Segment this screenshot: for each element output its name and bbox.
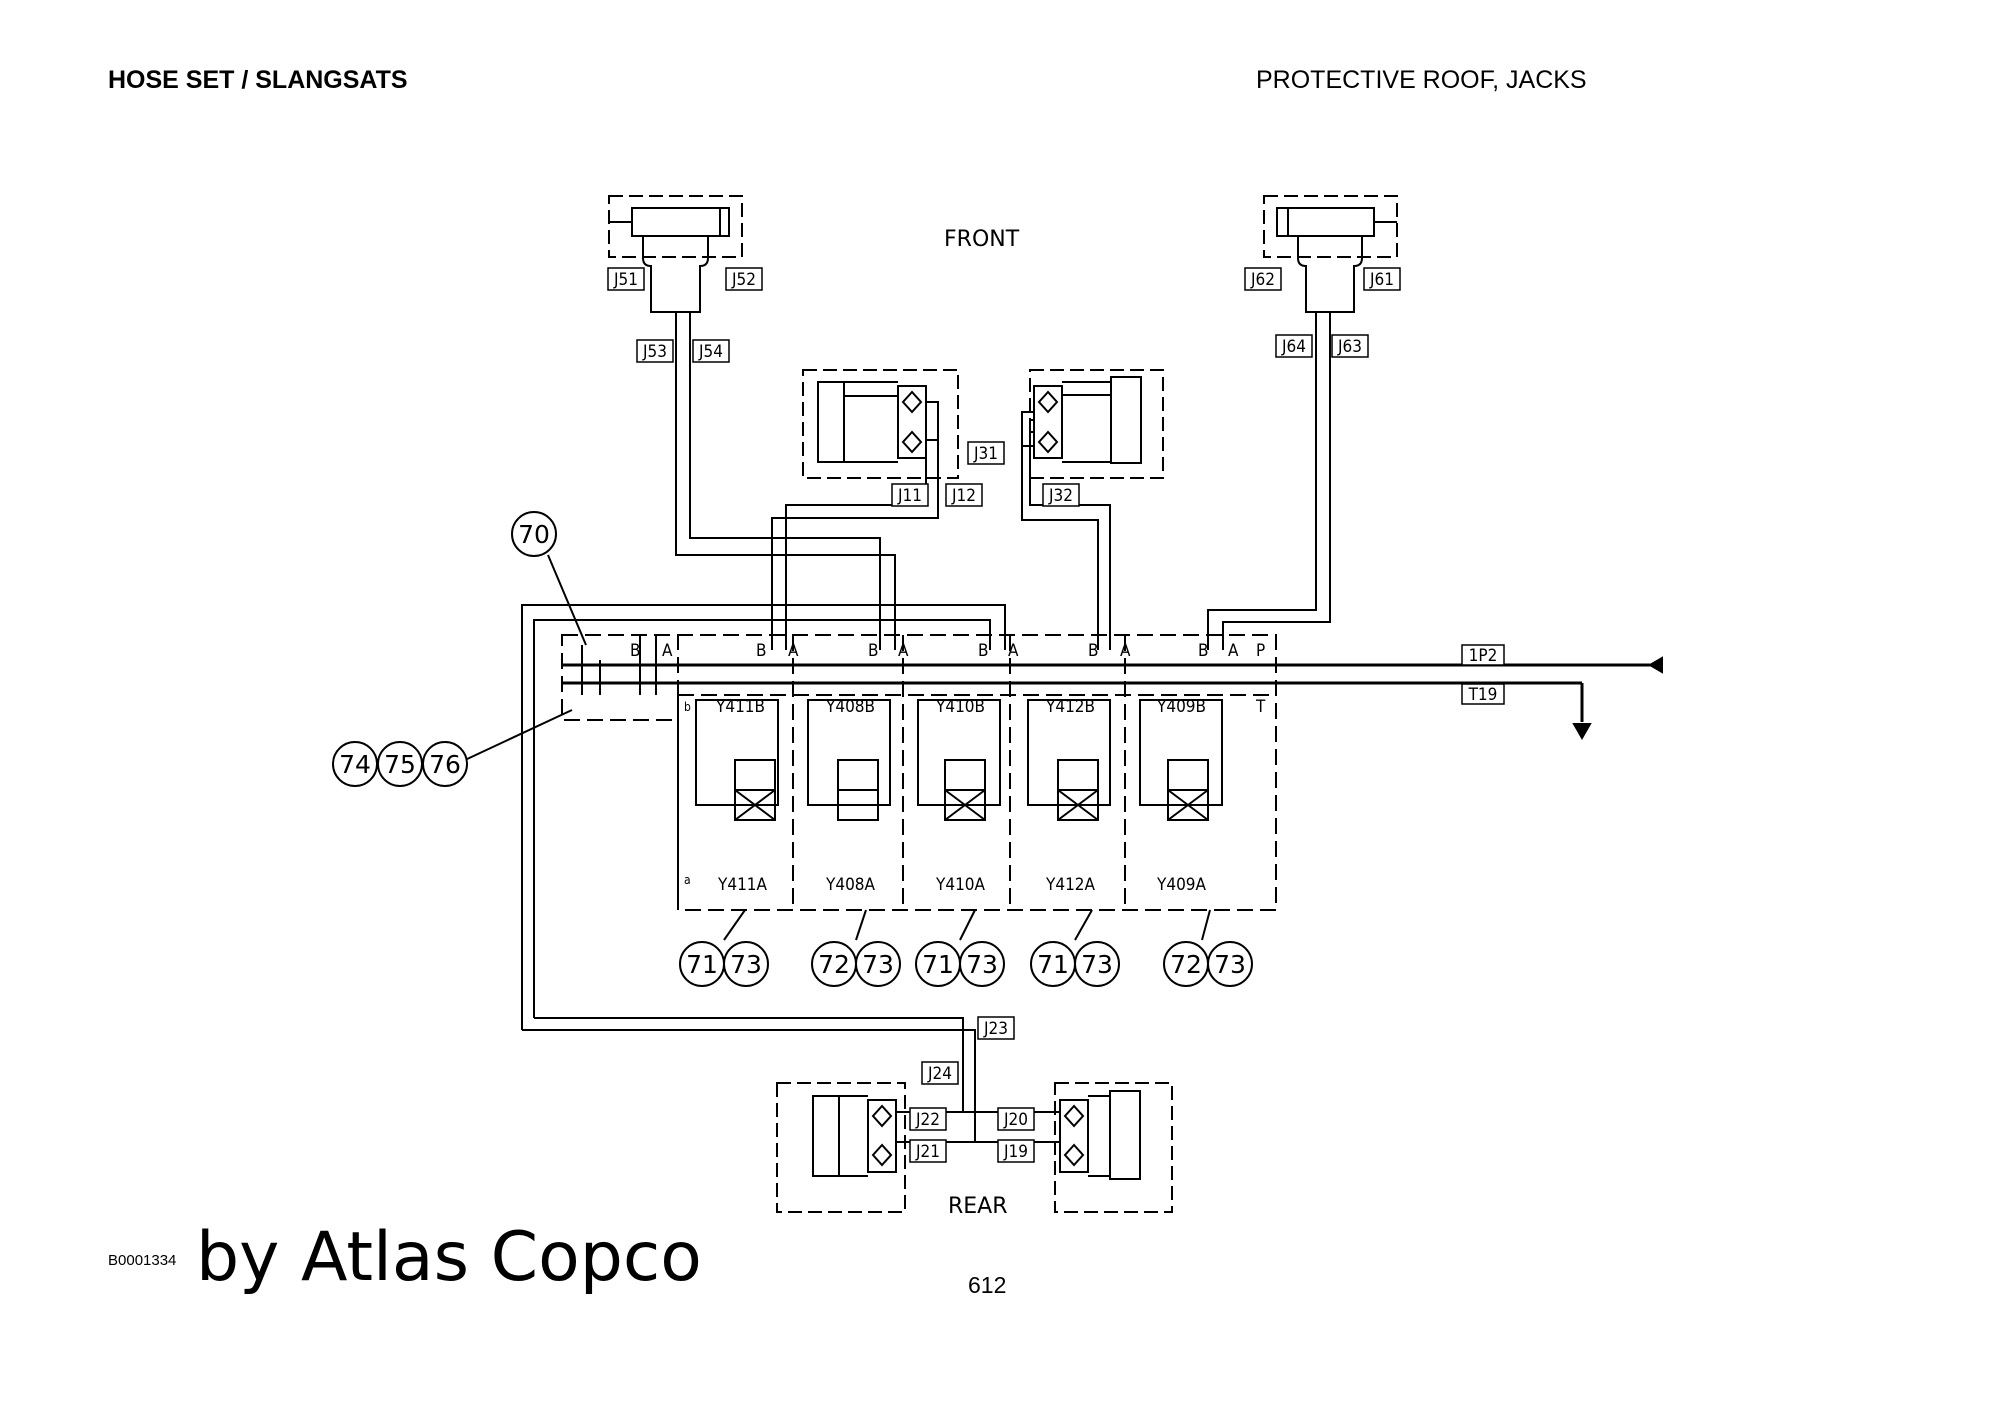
rear-right-cylinder — [1054, 1082, 1173, 1213]
port-label-small-a: a — [684, 873, 691, 887]
rear-label: REAR — [948, 1194, 1008, 1219]
port-label: A — [1120, 641, 1131, 661]
callout-72: 72 — [1170, 950, 1202, 979]
valve-block — [561, 634, 1277, 911]
callout-73: 73 — [730, 950, 762, 979]
hose-label-1p2: 1P2 — [1469, 646, 1498, 666]
valve-bottom-label: Y410A — [935, 875, 986, 895]
hose-label-j51: J51 — [613, 270, 638, 290]
port-label-t: T — [1255, 697, 1266, 717]
front-left-jack — [608, 195, 743, 344]
document-code: B0001334 — [108, 1252, 177, 1269]
page-number: 612 — [968, 1272, 1007, 1298]
hose-label-j22: J22 — [915, 1110, 940, 1130]
callout-73: 73 — [862, 950, 894, 979]
callout-73: 73 — [1081, 950, 1113, 979]
valve-top-label: Y412B — [1045, 697, 1095, 717]
hose-label-j64: J64 — [1281, 337, 1306, 357]
header-right-title: PROTECTIVE ROOF, JACKS — [1256, 66, 1587, 94]
front-label: FRONT — [944, 227, 1020, 252]
callout-72: 72 — [818, 950, 850, 979]
hose-label-j12: J12 — [951, 486, 976, 506]
hose-label-j23: J23 — [983, 1019, 1008, 1039]
callout-70: 70 — [518, 520, 550, 549]
valve-top-label: Y409B — [1156, 697, 1206, 717]
port-label: A — [1008, 641, 1019, 661]
valve-bottom-label: Y408A — [825, 875, 876, 895]
callout-75: 75 — [384, 750, 416, 779]
header-left-title: HOSE SET / SLANGSATS — [108, 66, 408, 94]
valve-top-label: Y408B — [825, 697, 875, 717]
port-label: A — [788, 641, 799, 661]
hose-label-j19: J19 — [1003, 1142, 1028, 1162]
hose-label-j62: J62 — [1250, 270, 1275, 290]
hose-routes — [521, 344, 1331, 1143]
port-label: B — [1198, 641, 1209, 661]
hose-label-j61: J61 — [1369, 270, 1394, 290]
valve-bottom-label: Y411A — [717, 875, 768, 895]
callout-71: 71 — [686, 950, 718, 979]
hose-label-j54: J54 — [698, 342, 723, 362]
publisher-watermark: by Atlas Copco — [196, 1218, 702, 1297]
front-right-jack — [1263, 195, 1398, 344]
hose-label-j53: J53 — [642, 342, 667, 362]
hose-label-j24: J24 — [927, 1064, 952, 1084]
callout-76: 76 — [429, 750, 461, 779]
valve-top-label: Y411B — [715, 697, 765, 717]
hose-label-j31: J31 — [973, 444, 998, 464]
valve-bottom-label: Y409A — [1156, 875, 1207, 895]
port-label: A — [898, 641, 909, 661]
valve-sections — [695, 699, 1223, 821]
port-label: B — [868, 641, 879, 661]
port-label: B — [630, 641, 641, 661]
port-label: B — [978, 641, 989, 661]
rear-left-cylinder — [776, 1082, 906, 1213]
hose-label-t19: T19 — [1468, 685, 1498, 705]
port-label-small-b: b — [684, 700, 691, 714]
callout-71: 71 — [922, 950, 954, 979]
port-label: B — [1088, 641, 1099, 661]
port-label: A — [662, 641, 673, 661]
hose-label-j63: J63 — [1337, 337, 1362, 357]
port-label: B — [756, 641, 767, 661]
hose-label-j11: J11 — [897, 486, 922, 506]
port-label: A — [1228, 641, 1239, 661]
hose-label-j21: J21 — [915, 1142, 940, 1162]
valve-top-label: Y410B — [935, 697, 985, 717]
hose-label-j32: J32 — [1048, 486, 1073, 506]
callout-73: 73 — [966, 950, 998, 979]
middle-right-cylinder — [1021, 369, 1164, 479]
port-label-p: P — [1256, 641, 1265, 661]
hose-label-j52: J52 — [731, 270, 756, 290]
callout-74: 74 — [339, 750, 371, 779]
callout-71: 71 — [1037, 950, 1069, 979]
hose-label-j20: J20 — [1003, 1110, 1028, 1130]
callout-73: 73 — [1214, 950, 1246, 979]
middle-left-cylinder — [802, 369, 959, 479]
valve-bottom-label: Y412A — [1045, 875, 1096, 895]
